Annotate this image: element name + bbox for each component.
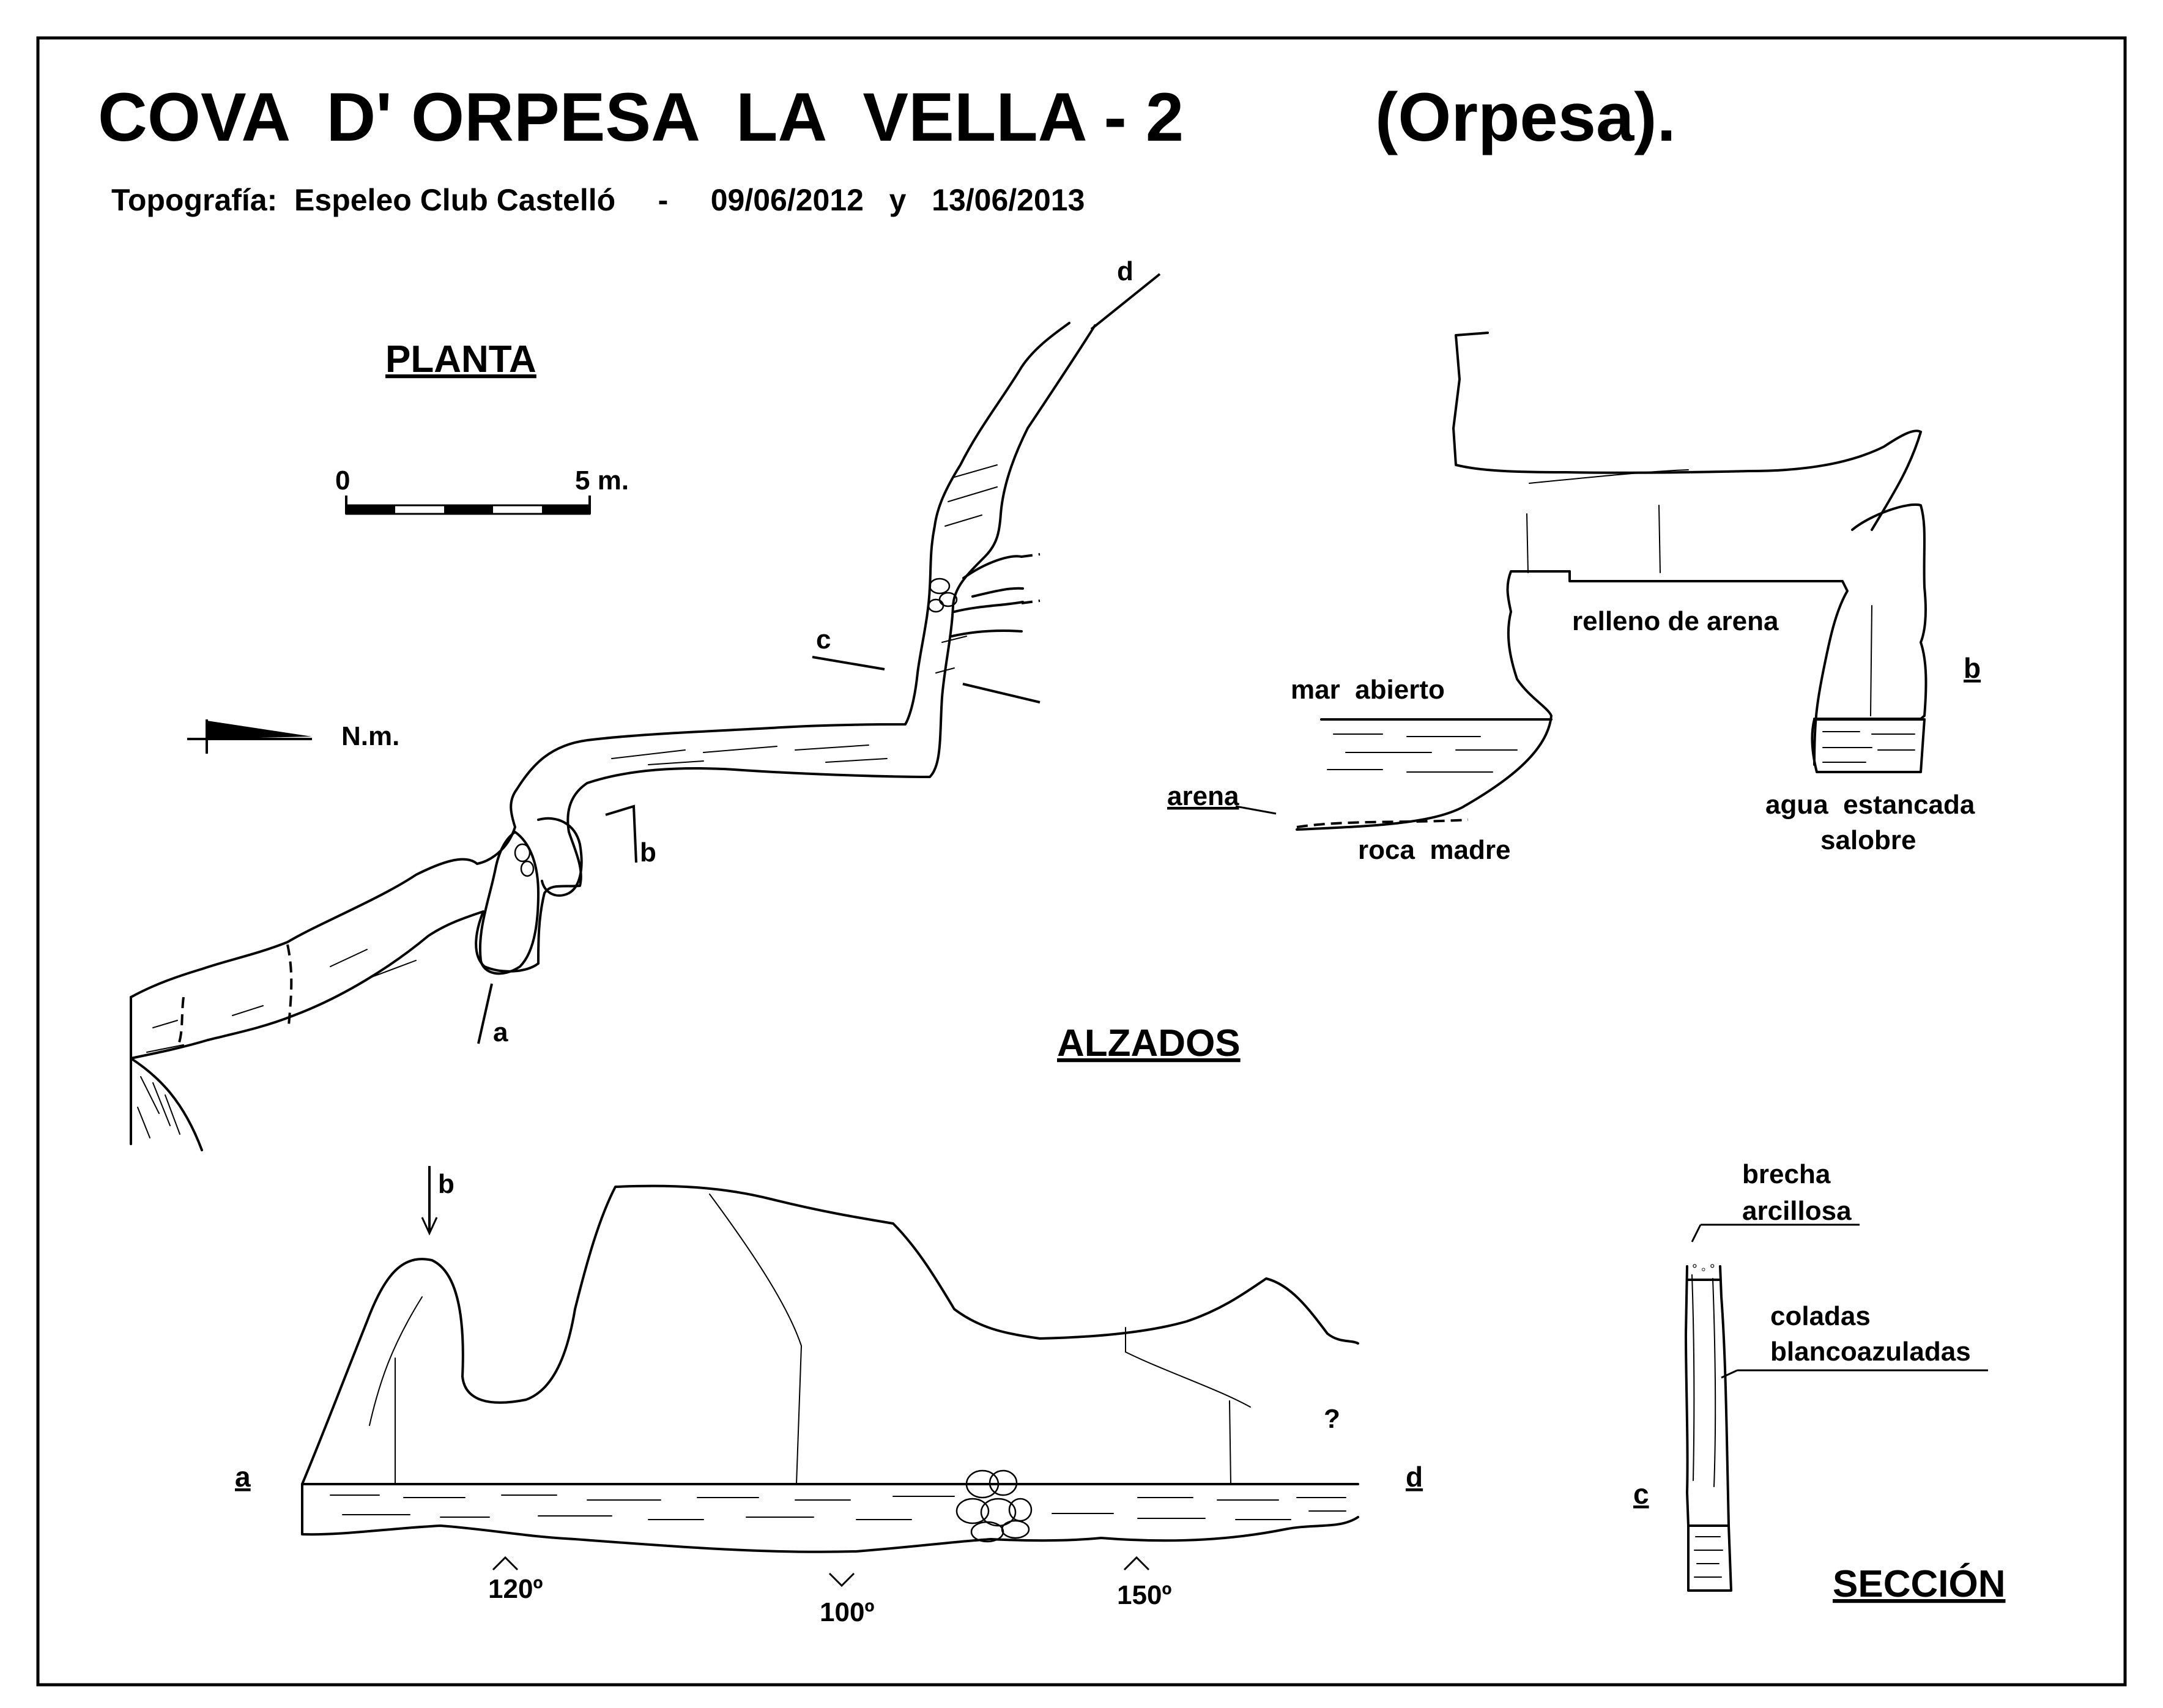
- angle-100: 100º: [820, 1597, 874, 1627]
- elevation-end-d: d: [1406, 1461, 1423, 1493]
- plan-boulders: [514, 577, 958, 877]
- section-c-outline: [1685, 1265, 1732, 1592]
- plan-side-branch-2: [951, 601, 1024, 637]
- plan-entrance-chamber: [478, 831, 540, 975]
- section-b-right-wall: [1813, 503, 1927, 720]
- elevation-profile-outline: [301, 1184, 1359, 1485]
- label-roca-madre: roca madre: [1358, 835, 1510, 865]
- survey-title: COVA D' ORPESA LA VELLA - 2: [98, 79, 1184, 155]
- plan-section-markers: a b c d: [477, 256, 1161, 1047]
- elevation-marker-b: b: [438, 1169, 454, 1199]
- label-mar-abierto: mar abierto: [1291, 675, 1445, 705]
- elevation-floor-base: [301, 1483, 1359, 1553]
- marker-c: c: [816, 625, 831, 655]
- section-b-sand-fill-line: [1568, 570, 1849, 766]
- label-arcillosa: arcillosa: [1742, 1196, 1852, 1226]
- elevation-boulders: [955, 1469, 1033, 1543]
- north-label: N.m.: [341, 721, 399, 751]
- section-c-marker: c: [1633, 1478, 1649, 1510]
- plan-heading: PLANTA: [385, 338, 536, 381]
- sheet-border: [36, 36, 2127, 1687]
- angle-120: 120º: [488, 1574, 543, 1604]
- label-salobre: salobre: [1820, 825, 1916, 855]
- survey-credits: Topografía: Espeleo Club Castelló - 09/0…: [111, 183, 1085, 217]
- scale-start-label: 0: [335, 466, 350, 496]
- scale-end-label: 5 m.: [575, 466, 629, 496]
- plan-side-chamber: [537, 817, 583, 897]
- marker-d: d: [1117, 256, 1133, 286]
- elevation-heading: ALZADOS: [1057, 1022, 1241, 1064]
- plan-side-branch: [962, 555, 1024, 598]
- section-b-view: relleno de arena mar abierto arena roca …: [1167, 332, 1981, 865]
- section-c-view: ° ◦ ° brecha arcillosa coladas blancoazu…: [1633, 1159, 2005, 1605]
- label-agua-estancada: agua estancada: [1765, 790, 1975, 820]
- plan-cave-outline: [130, 322, 1070, 998]
- scale-bar: 0 5 m.: [335, 466, 629, 515]
- marker-a: a: [493, 1017, 508, 1047]
- label-relleno-arena: relleno de arena: [1572, 606, 1779, 636]
- section-heading: SECCIÓN: [1833, 1563, 2005, 1605]
- plan-entrance-passage: [130, 996, 203, 1151]
- plan-floor-hatching: [146, 464, 998, 1053]
- plan-view: PLANTA 0 5 m. N.m.: [130, 256, 1161, 1151]
- label-coladas: coladas: [1770, 1301, 1871, 1331]
- label-brecha: brecha: [1742, 1159, 1831, 1189]
- label-arena: arena: [1167, 781, 1239, 811]
- section-b-left-wall: [1296, 570, 1571, 831]
- marker-b: b: [640, 837, 656, 867]
- section-b-marker: b: [1964, 652, 1981, 684]
- north-arrow-icon: N.m.: [187, 719, 399, 754]
- svg-text:° ◦ °: ° ◦ °: [1692, 1261, 1715, 1277]
- angle-150: 150º: [1117, 1580, 1171, 1610]
- survey-title-place: (Orpesa).: [1375, 79, 1676, 155]
- elevation-floor-hatching: [330, 1494, 1346, 1520]
- label-blancoazuladas: blancoazuladas: [1770, 1337, 1971, 1367]
- elevation-unknown-mark: ?: [1324, 1404, 1340, 1434]
- elevation-view: ALZADOS b a d ? 120º 10: [235, 1022, 1423, 1627]
- elevation-end-a: a: [235, 1461, 251, 1493]
- section-b-ceiling-outline: [1452, 332, 1922, 474]
- plan-cave-inner-wall: [130, 324, 1096, 1060]
